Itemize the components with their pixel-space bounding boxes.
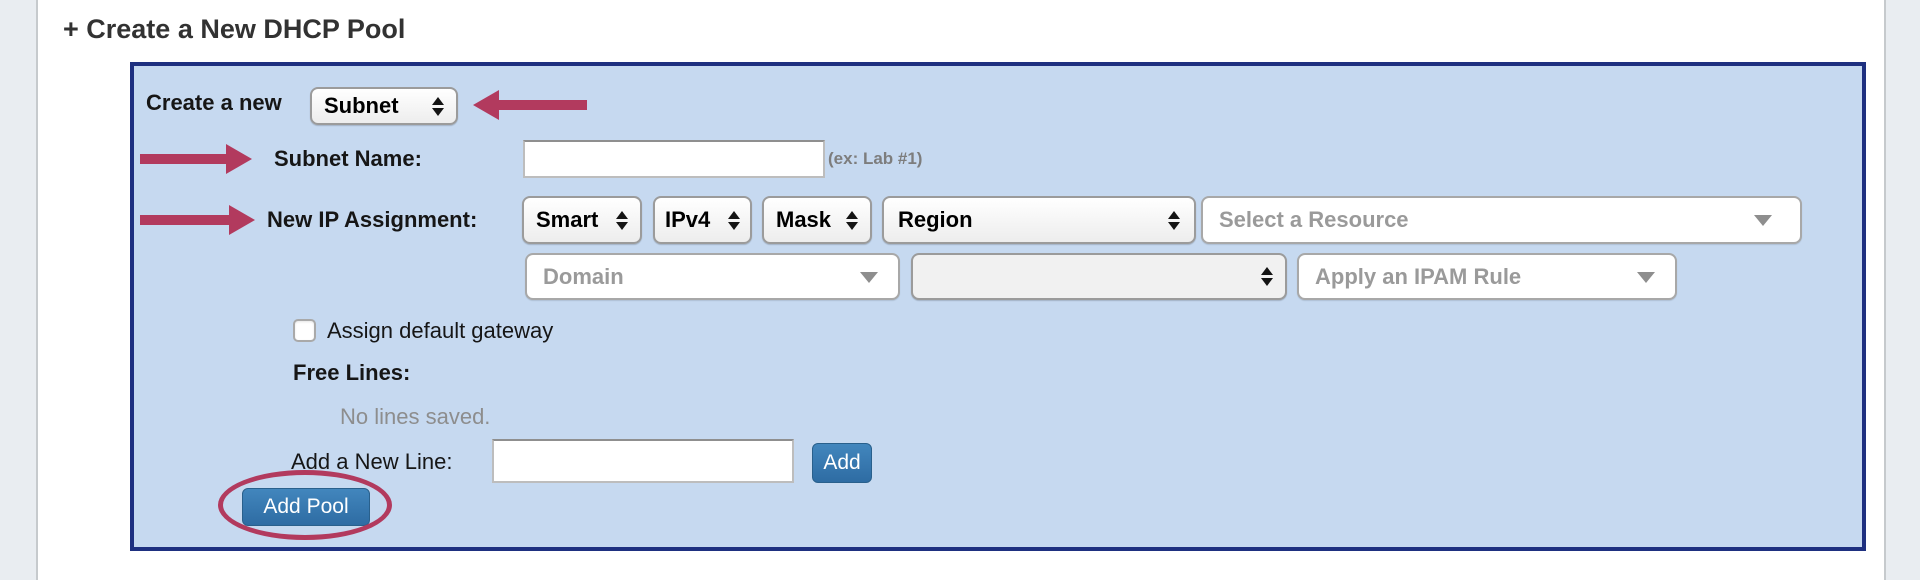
dropdown-arrow-icon <box>860 271 878 283</box>
free-lines-label: Free Lines: <box>293 360 411 385</box>
dropdown-arrow-icon <box>1754 215 1772 226</box>
mask-format-value: Mask <box>776 207 832 232</box>
scope-value: Region <box>898 207 973 232</box>
annotation-arrow-pool-type <box>473 90 587 120</box>
assignment-mode-select[interactable]: Smart <box>522 196 642 244</box>
select-arrows-icon <box>432 96 444 116</box>
select-arrows-icon <box>1168 210 1180 230</box>
no-lines-saved-text: No lines saved. <box>340 404 491 429</box>
left-gutter <box>0 0 38 580</box>
mask-format-select[interactable]: Mask <box>762 196 872 244</box>
ipam-rule-placeholder: Apply an IPAM Rule <box>1315 263 1522 289</box>
assign-default-gateway-checkbox[interactable] <box>293 319 316 342</box>
page-title: + Create a New DHCP Pool <box>63 14 406 44</box>
ip-family-select[interactable]: IPv4 <box>653 196 752 244</box>
scope-select[interactable]: Region <box>882 196 1196 244</box>
pool-type-value: Subnet <box>324 93 399 118</box>
subnet-name-label: Subnet Name: <box>274 146 422 171</box>
select-arrows-icon <box>728 210 740 230</box>
resource-placeholder: Select a Resource <box>1219 207 1409 232</box>
domain-combobox[interactable]: Domain <box>525 253 900 300</box>
assign-default-gateway-label: Assign default gateway <box>327 318 554 343</box>
dropdown-arrow-icon <box>1637 271 1655 283</box>
create-a-new-label: Create a new <box>146 90 282 115</box>
resource-combobox[interactable]: Select a Resource <box>1201 196 1802 244</box>
subnet-name-input[interactable] <box>523 140 825 178</box>
right-gutter <box>1884 0 1920 580</box>
annotation-ellipse-add-pool <box>218 470 392 540</box>
pool-type-select[interactable]: Subnet <box>310 87 458 125</box>
device-select[interactable] <box>911 253 1287 300</box>
annotation-arrow-subnet-name <box>140 144 252 174</box>
domain-placeholder: Domain <box>543 263 624 289</box>
assignment-mode-value: Smart <box>536 207 599 232</box>
subnet-name-hint: (ex: Lab #1) <box>828 149 923 168</box>
select-arrows-icon <box>846 210 858 230</box>
add-line-button[interactable]: Add <box>812 443 872 483</box>
annotation-arrow-ip-assignment <box>140 205 255 235</box>
new-line-input[interactable] <box>492 439 794 483</box>
select-arrows-icon <box>616 210 628 230</box>
ipam-rule-combobox[interactable]: Apply an IPAM Rule <box>1297 253 1677 300</box>
dhcp-pool-form-panel: Create a new Subnet Subnet Name: (ex: La… <box>130 62 1866 551</box>
new-ip-assignment-label: New IP Assignment: <box>267 207 478 232</box>
ip-family-value: IPv4 <box>665 207 711 232</box>
select-arrows-icon <box>1261 267 1273 286</box>
